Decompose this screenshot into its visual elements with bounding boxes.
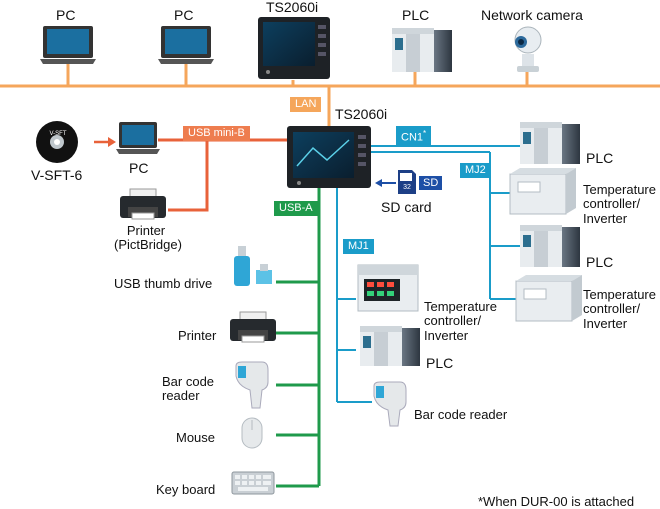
usb-mini-b-line [158, 138, 288, 212]
usb-barcode-reader-label: Bar code reader [162, 374, 215, 404]
top-pc1-label: PC [56, 7, 76, 23]
right-plc2-label: PLC [586, 254, 614, 270]
usb-mini-b-tag: USB mini-B [183, 126, 250, 141]
mouse-icon [241, 417, 263, 449]
cn1-tag: CN1* [396, 126, 432, 146]
usb-a-tag: USB-A [274, 201, 318, 216]
center-hmi-label: TS2060i [335, 106, 388, 122]
temperature-controller-icon [509, 168, 576, 215]
usb-printer-label: Printer [178, 328, 217, 343]
right-temp1-label: Temperature controller/ Inverter [583, 182, 656, 226]
hmi-screen-icon [287, 126, 371, 188]
plc-icon [520, 225, 580, 267]
usb-drive-icon [234, 246, 272, 286]
plc-icon [392, 28, 452, 72]
sd-card-label: SD card [381, 199, 432, 215]
plc-icon [520, 122, 580, 164]
keyboard-icon [231, 471, 275, 495]
svg-text:32: 32 [403, 184, 411, 191]
cd-icon: V-SFT [36, 121, 78, 163]
usb-a-lines [276, 188, 321, 488]
printer-icon [120, 188, 166, 220]
top-camera-label: Network camera [481, 7, 583, 23]
mj1-temp-label: Temperature controller/ Inverter [424, 299, 497, 343]
laptop-icon [158, 26, 214, 64]
software-label: V-SFT-6 [31, 167, 83, 183]
usb-thumb-drive-label: USB thumb drive [114, 276, 213, 291]
usb-mouse-label: Mouse [176, 430, 216, 445]
sd-card-icon: 32 [398, 170, 416, 194]
network-camera-icon [514, 26, 542, 72]
barcode-scanner-icon [373, 381, 407, 427]
hmi-screen-icon [258, 17, 330, 79]
laptop-icon [40, 26, 96, 64]
svg-text:V-SFT: V-SFT [49, 131, 66, 137]
right-plc1-label: PLC [586, 150, 614, 166]
lan-tag: LAN [290, 97, 322, 112]
sd-tag: SD [419, 176, 443, 190]
left-pc-label: PC [129, 160, 149, 176]
lan-bus [0, 64, 660, 126]
usb-keyboard-label: Key board [156, 482, 216, 497]
footnote: *When DUR-00 is attached [478, 494, 635, 509]
barcode-scanner-icon [235, 361, 269, 409]
top-plc-label: PLC [402, 7, 430, 23]
mj1-plc-label: PLC [426, 355, 454, 371]
mj2-tag: MJ2 [460, 163, 491, 178]
mj1-tag: MJ1 [343, 239, 374, 254]
top-pc2-label: PC [174, 7, 194, 23]
top-hmi-label: TS2060i [266, 0, 319, 15]
right-temp2-label: Temperature controller/ Inverter [583, 287, 656, 331]
plc-icon [360, 326, 420, 366]
printer-icon [230, 311, 276, 343]
laptop-icon [116, 122, 160, 154]
mj1-barcode-label: Bar code reader [414, 407, 508, 422]
pictbridge-printer-label: Printer(PictBridge) [114, 223, 182, 253]
temperature-controller-icon [515, 275, 582, 322]
temperature-controller-icon [357, 264, 419, 312]
